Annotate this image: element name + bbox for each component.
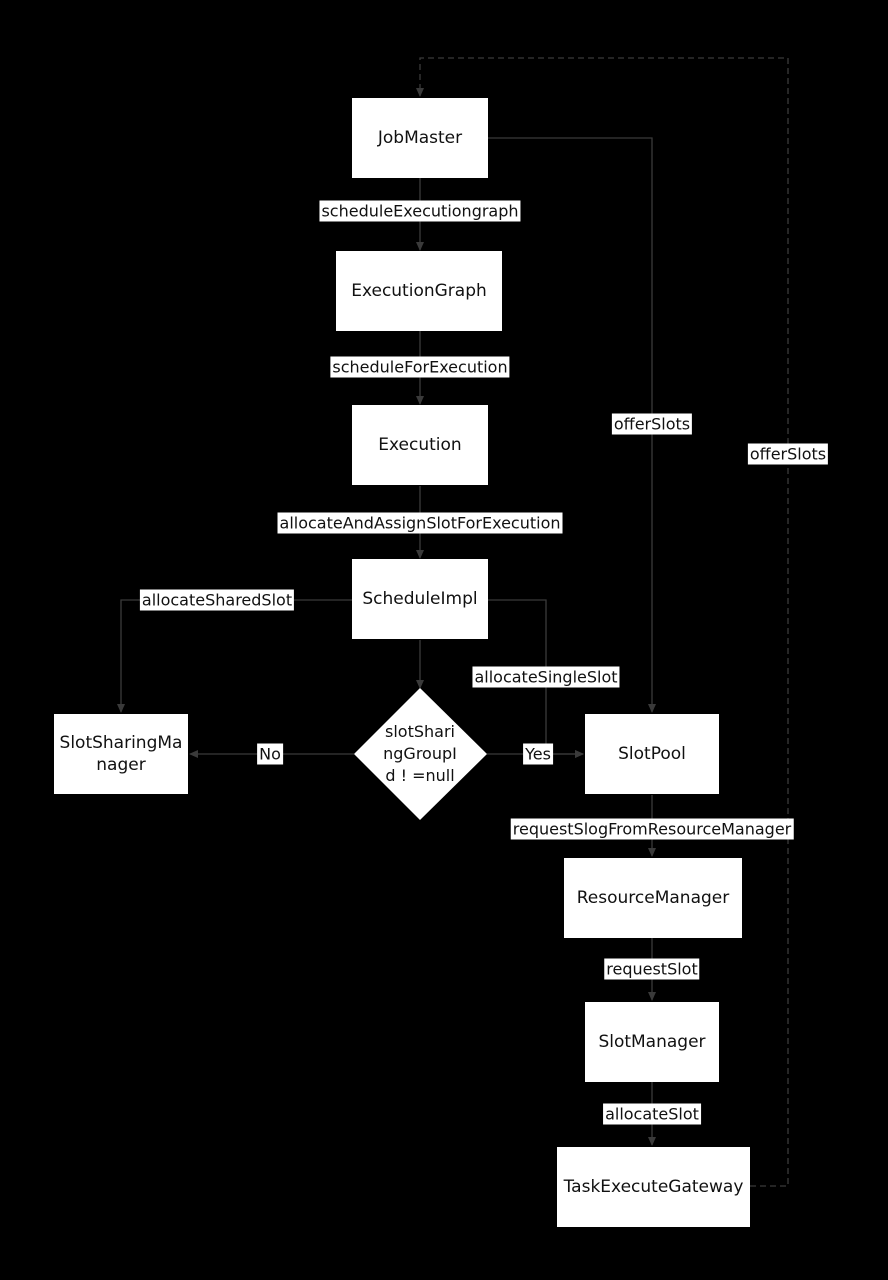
- node-scheduleimpl[interactable]: ScheduleImpl: [352, 559, 488, 639]
- label-decision-no: No: [257, 743, 283, 765]
- label-allocate-and-assign: allocateAndAssignSlotForExecution: [277, 512, 563, 534]
- edge-scheduleimpl-to-slotsharingmanager: [117, 599, 352, 713]
- label-request-slot: requestSlot: [604, 958, 700, 980]
- node-slotsharingmanager[interactable]: SlotSharingMa nager: [54, 714, 188, 794]
- label-schedule-for-execution: scheduleForExecution: [330, 356, 510, 378]
- label-request-slot-from-rm: requestSlogFromResourceManager: [510, 818, 794, 840]
- node-slotpool[interactable]: SlotPool: [585, 714, 719, 794]
- label-allocate-single-slot: allocateSingleSlot: [472, 666, 620, 688]
- edge-taskexecutegateway-to-jobmaster: [416, 57, 789, 1187]
- label-schedule-execution-graph: scheduleExecutiongraph: [319, 200, 521, 222]
- decision-label: slotShari ngGroupI d ! =null: [383, 722, 457, 785]
- decision-diamond-shape: [354, 688, 487, 820]
- label-offer-slots-pool: offerSlots: [611, 413, 693, 435]
- node-slotmanager[interactable]: SlotManager: [585, 1002, 719, 1082]
- label-allocate-shared-slot: allocateSharedSlot: [139, 589, 295, 611]
- node-jobmaster[interactable]: JobMaster: [352, 98, 488, 178]
- node-taskexecutegateway[interactable]: TaskExecuteGateway: [557, 1147, 750, 1227]
- label-offer-slots-feedback: offerSlots: [747, 443, 829, 465]
- label-decision-yes: Yes: [523, 743, 553, 765]
- node-resourcemanager[interactable]: ResourceManager: [564, 858, 742, 938]
- label-allocate-slot: allocateSlot: [603, 1103, 701, 1125]
- node-execution[interactable]: Execution: [352, 405, 488, 485]
- edge-jobmaster-to-slotpool: [488, 137, 656, 713]
- node-executiongraph[interactable]: ExecutionGraph: [336, 251, 502, 331]
